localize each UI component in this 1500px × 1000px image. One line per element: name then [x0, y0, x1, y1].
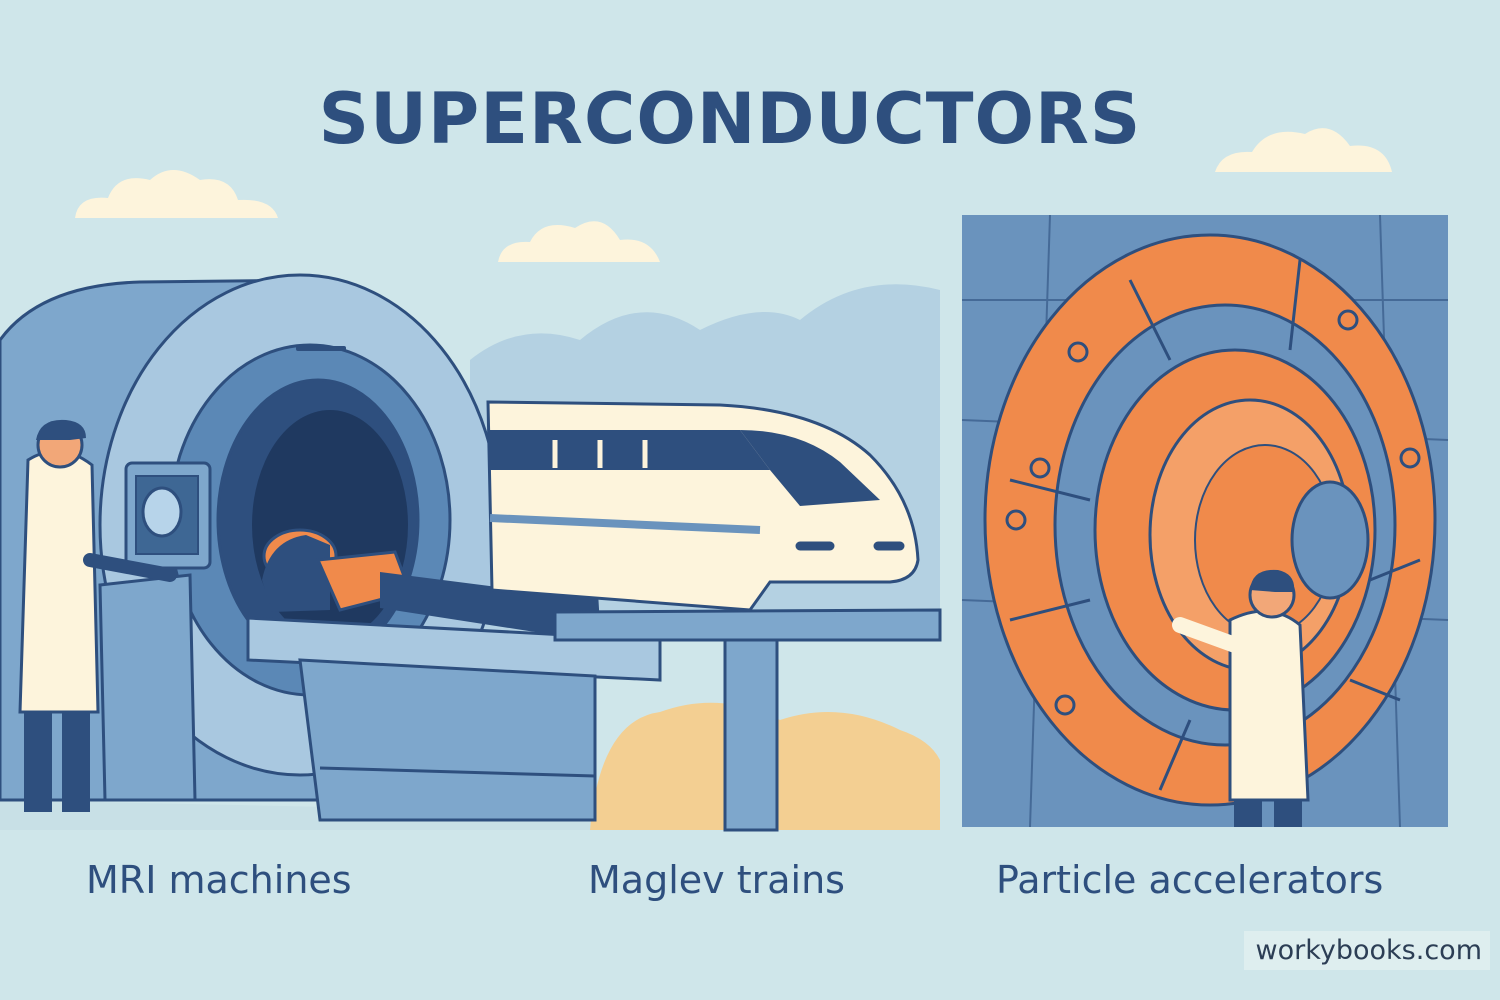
page-title: SUPERCONDUCTORS — [318, 78, 1142, 160]
patient-table — [246, 616, 662, 822]
particle-accelerator-panel — [961, 214, 1449, 828]
cloud-right — [1215, 128, 1392, 172]
patient — [262, 528, 600, 634]
caption-maglev-trains: Maglev trains — [588, 858, 845, 902]
caption-particle-accelerators: Particle accelerators — [996, 858, 1384, 902]
accelerator-scientist — [1172, 569, 1310, 827]
site-watermark: workybooks.com — [1243, 931, 1490, 970]
cloud-center — [498, 221, 660, 262]
maglev-guideway — [553, 608, 942, 832]
cloud-left — [75, 170, 278, 218]
maglev-train — [486, 400, 920, 612]
caption-mri-machines: MRI machines — [86, 858, 352, 902]
mri-technician — [18, 419, 177, 812]
